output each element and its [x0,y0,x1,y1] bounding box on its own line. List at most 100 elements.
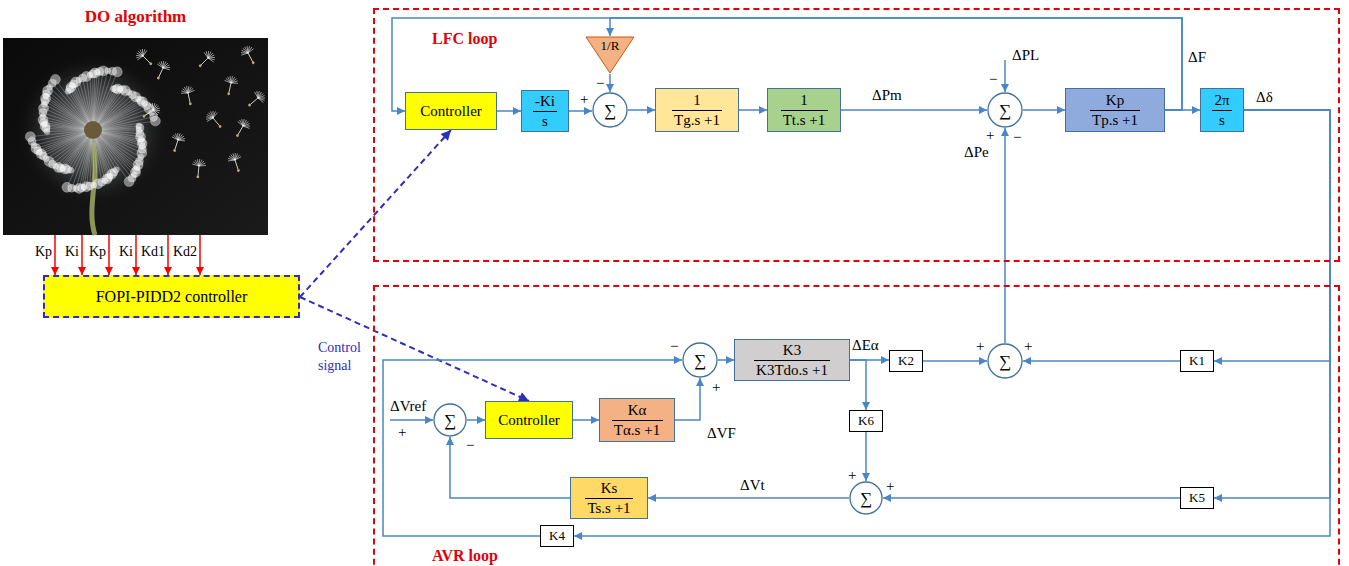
sign-label-text: − [596,75,604,91]
sum-symbol: ∑ [604,102,616,119]
signal-label: Δδ [1256,88,1273,106]
summing-junction: ∑ [849,481,883,515]
seed-body [142,114,146,118]
integrator-box: 2π s [1200,88,1244,132]
seed-ray [34,130,93,145]
triangle-outline [586,37,634,73]
seed-stalk [238,126,243,135]
sign-label: + [580,90,588,108]
control-signal-arrow [300,297,529,401]
parameter-label: Kd2 [173,242,197,260]
gain-box: K5 [1180,487,1214,509]
fraction-denominator: K3Tdo.s +1 [756,362,828,379]
sign-label: + [986,126,994,144]
loop-region: AVR loop∑K3K3Tdo.s +1K2∑K1∑ControllerKαT… [373,285,1340,566]
flying-seed [203,108,226,132]
photo-background [3,38,268,235]
parameter-arrow [108,235,110,275]
gain-label: K6 [858,414,874,428]
sign-label: − [670,337,678,355]
seed-stalk [201,58,208,65]
seed-tuft [124,177,134,187]
signal-connector [739,109,767,111]
fraction-numerator: -Ki [535,93,555,110]
parameter-arrow [199,235,201,275]
junction-outline [988,93,1022,127]
fraction-bar [1090,110,1140,111]
parameter-arrow [81,235,83,275]
sign-label-text: + [1024,338,1032,354]
sign-label-text: + [986,127,994,143]
sensor-box: KsTs.s +1 [570,477,648,519]
parameter-label: Kp [89,242,106,260]
field-box: K3K3Tdo.s +1 [734,339,850,381]
sign-label: − [989,70,997,88]
summing-junction: ∑ [987,92,1023,128]
fraction-numerator: 2π [1214,92,1229,109]
fraction-numerator: Kp [1106,92,1124,109]
signal-label: ΔVt [740,476,765,494]
seed-pappus [258,96,265,103]
parameter-label: Ki [65,242,79,260]
amplifier-box: KαTα.s +1 [599,398,675,442]
signal-connector [573,419,599,421]
seed-pappus [235,157,242,160]
fraction-denominator: s [1219,112,1225,129]
seed-tuft [112,67,122,77]
fraction-bar [754,360,830,361]
gain-label: K2 [898,354,914,368]
fraction-numerator: K3 [783,342,801,359]
seed-stalk [250,98,258,104]
flying-seed [231,116,253,140]
signal-label-text: Δδ [1256,89,1273,105]
seed-pappus [246,47,253,53]
flying-seed [222,75,240,97]
seed-pappus [208,57,214,63]
sum-symbol: ∑ [694,352,706,369]
seed-head-glow [15,52,171,208]
seed-tuft [25,132,35,142]
seed-pappus [152,104,159,110]
annotation-label-text: Control signal [318,340,361,373]
seed-stalk [235,160,238,170]
seed-tuft [136,124,144,132]
signal-label-text: ΔEα [852,337,879,353]
seed-pappus [153,109,158,115]
sign-label: + [1024,337,1032,355]
seed-pappus [163,67,170,71]
signal-connector [467,419,485,421]
photo-panel: DO algorithm [3,38,268,235]
signal-connector [1214,110,1330,498]
summing-junction: ∑ [433,403,467,437]
gain-box: K2 [889,350,923,372]
seed-body [149,62,153,66]
signal-connector [450,437,570,498]
parameter-label: Kd1 [141,242,165,260]
signal-connector [841,109,987,111]
sign-label-text: − [670,338,678,354]
signal-label: ΔVref [390,397,426,415]
signal-connector [609,74,611,92]
turbine-box: 1Tt.s +1 [767,88,841,132]
sign-label-text: + [398,424,406,440]
seed-ray [30,130,93,137]
fraction-numerator: Kα [628,402,647,419]
fraction-numerator: 1 [800,92,808,109]
signal-connector [675,378,700,420]
sign-label: − [1013,128,1021,146]
gain-label: 1/R [601,39,620,53]
seed-pappus [211,111,218,118]
flying-seed [191,158,207,179]
sign-label-text: + [848,467,856,483]
seed-pappus [153,108,159,115]
seed-ray [93,130,129,182]
controller-block: FOPI-PIDD2 controller [43,275,300,318]
signal-label-text: ΔPm [872,87,902,103]
junction-outline [434,404,466,436]
seed-pappus [178,139,185,142]
signal-connector [865,432,867,481]
loop-region: LFC loopController-Kis1/R∑1Tg.s +11Tt.s … [373,8,1340,262]
region-title: AVR loop [432,547,498,564]
fraction-bar [1212,110,1232,111]
panel-heading: DO algorithm [85,7,187,26]
